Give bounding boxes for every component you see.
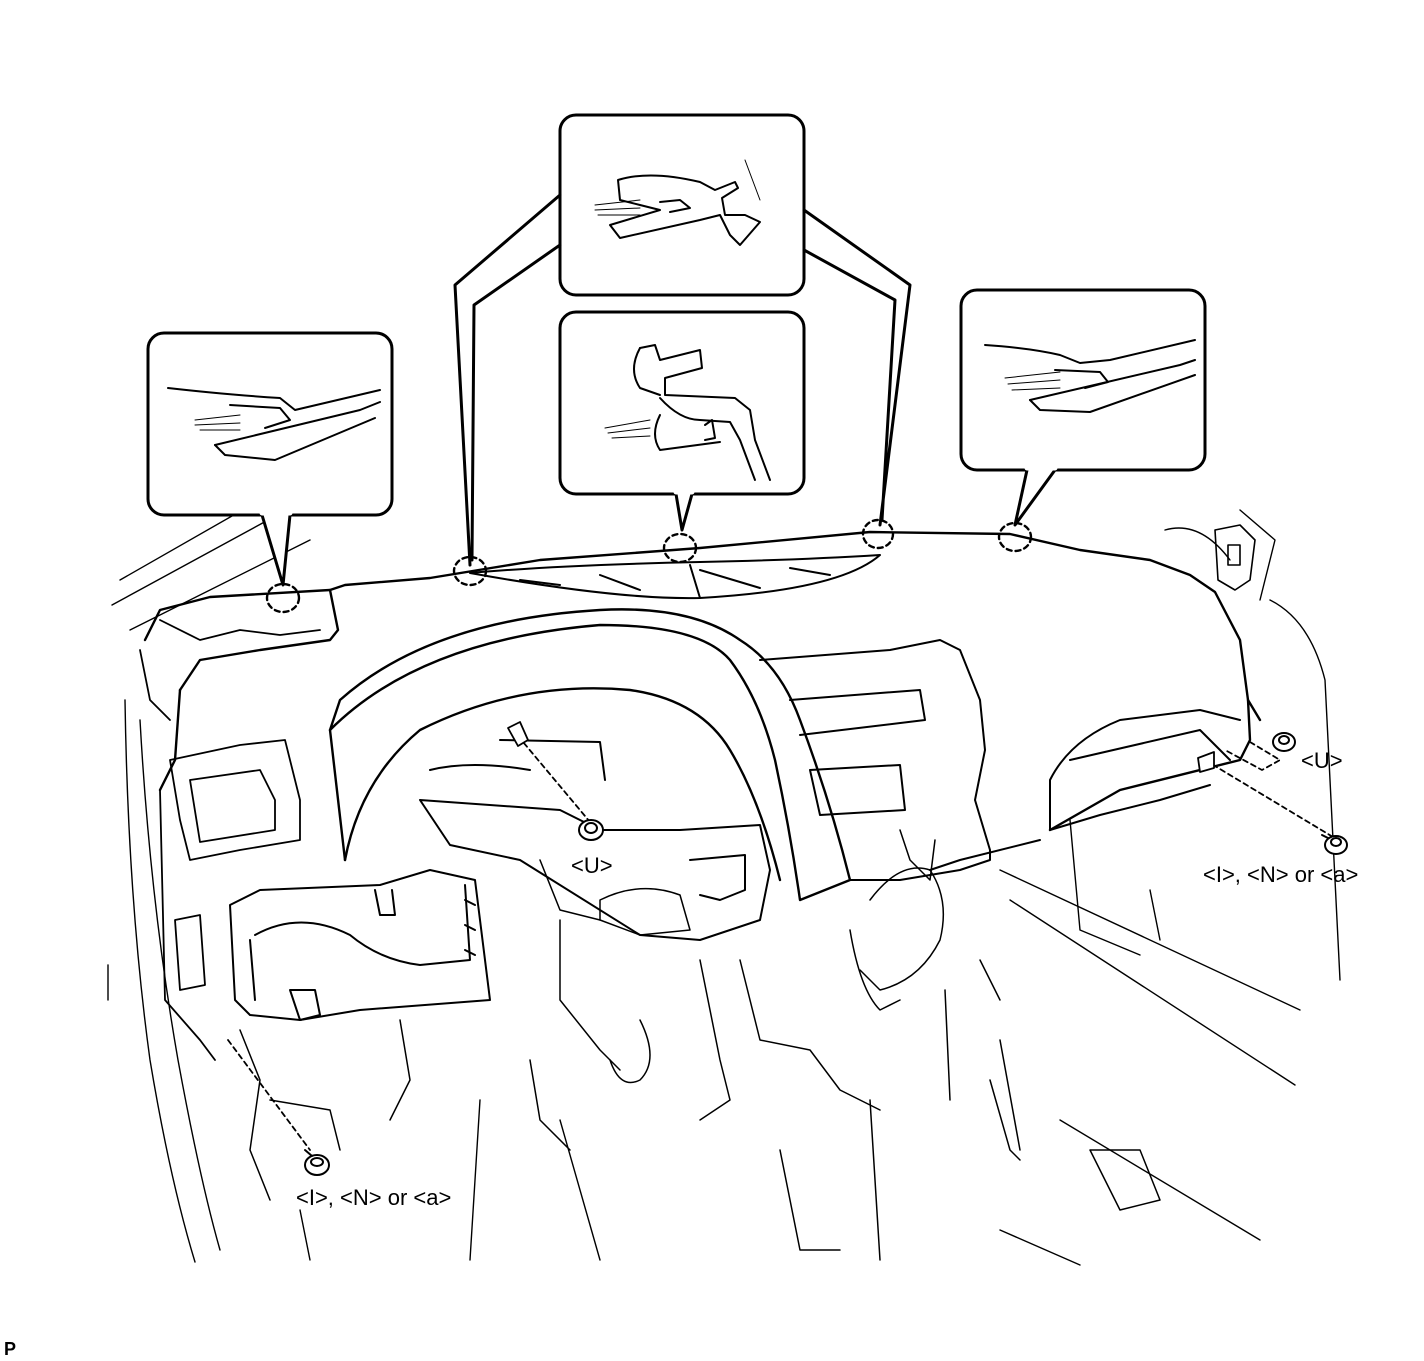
detail-view-left-clip: [148, 333, 392, 585]
nut-center-icon: [579, 820, 603, 840]
center-lower-clip-illustration: [605, 345, 770, 480]
clip-location-right: [999, 523, 1031, 551]
wiring-and-column: [240, 830, 1160, 1260]
dashboard-right-side: [930, 710, 1240, 870]
leader-right-nut: [1225, 742, 1280, 770]
bolt-left-icon: [305, 1150, 329, 1175]
clip-location-center-left: [454, 557, 486, 585]
bolt-label-left: <I>, <N> or <a>: [296, 1185, 452, 1210]
stud-center-icon: [508, 722, 528, 746]
nut-right-icon: [1273, 733, 1295, 751]
detail-view-right-clip: [961, 290, 1205, 525]
leader-left-bolt: [228, 1040, 310, 1150]
clip-location-circles: [267, 520, 1031, 612]
nut-label-right: <U>: [1301, 748, 1343, 773]
mount-right-icon: [1198, 752, 1214, 772]
clip-location-left: [267, 584, 299, 612]
detail-view-center-lower-clip: [560, 312, 804, 530]
detail-view-center-upper-clip: [455, 115, 910, 565]
center-upper-clip-illustration: [595, 160, 760, 245]
side-connector-right: [1215, 525, 1255, 590]
lower-bracket-left: [230, 870, 490, 1020]
nut-label-center: <U>: [571, 853, 613, 878]
dashboard-left-side: [140, 620, 320, 1060]
reinforcement-beam: [420, 640, 990, 940]
clip-location-center-right: [863, 520, 893, 548]
left-clip-illustration: [168, 388, 380, 460]
right-clip-illustration: [985, 340, 1195, 412]
dashboard-top-surface: [145, 532, 1260, 830]
bolt-right-icon: [1322, 835, 1347, 854]
leader-center-nut: [518, 736, 590, 822]
clip-location-center: [664, 534, 696, 562]
bolt-label-right: <I>, <N> or <a>: [1203, 862, 1359, 887]
fastener-leaders: [228, 736, 1338, 1150]
defroster-opening: [470, 555, 880, 598]
vehicle-body-lines: [108, 460, 1340, 1265]
figure-code: P: [4, 1339, 17, 1359]
leader-right-bolt: [1205, 760, 1338, 840]
